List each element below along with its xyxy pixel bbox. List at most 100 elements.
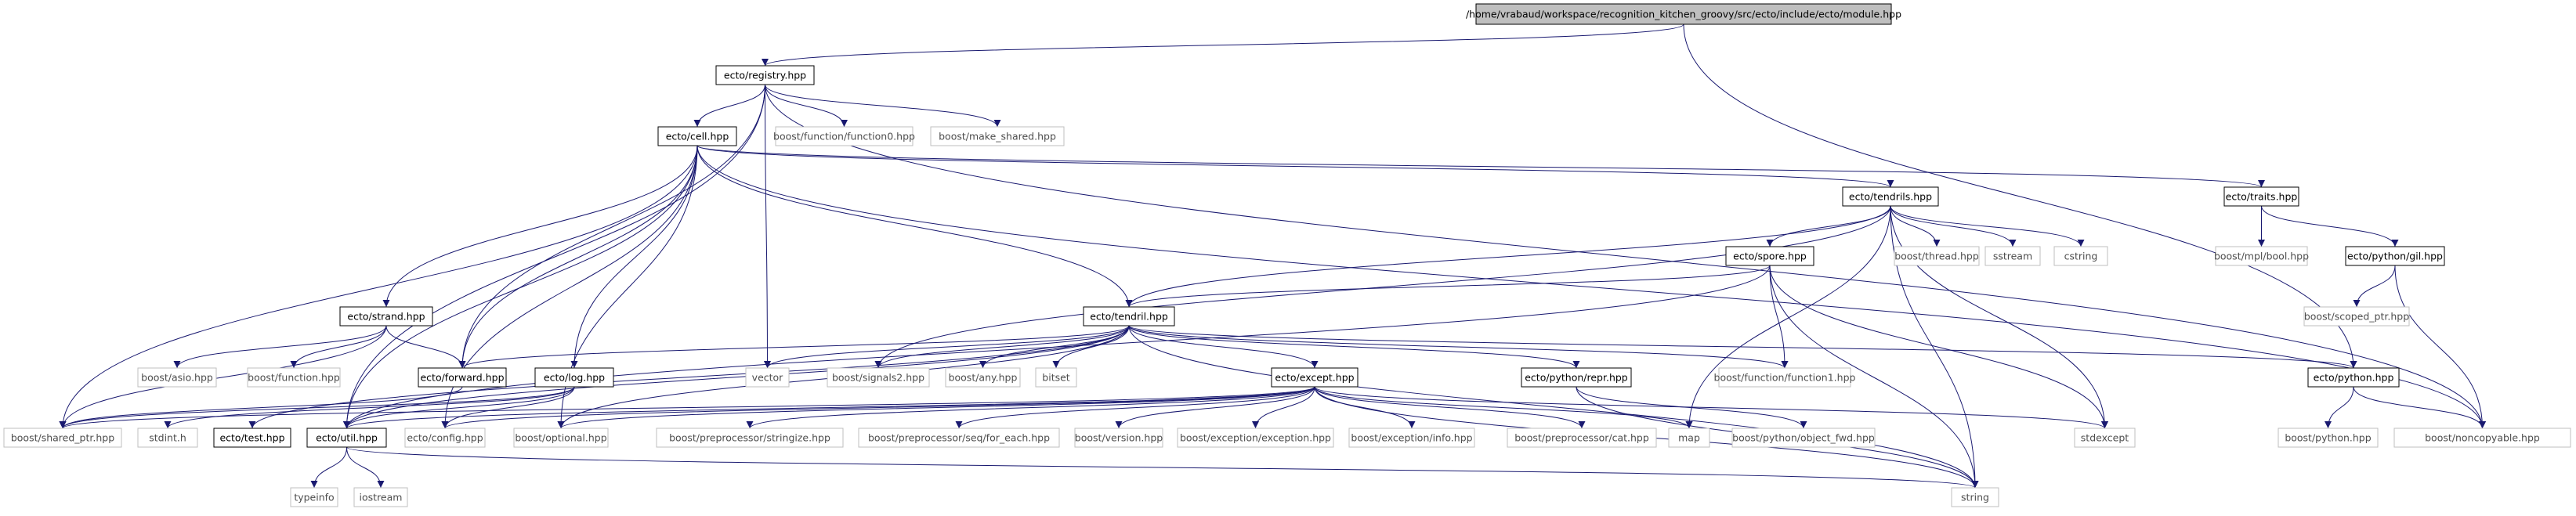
node-strand[interactable]: ecto/strand.hpp xyxy=(339,306,433,327)
node-label-config: ecto/config.hpp xyxy=(407,432,483,444)
edge-registry-to-util xyxy=(343,84,765,429)
edge-tendrils-to-tendril xyxy=(1125,205,1891,308)
node-vector: vector xyxy=(745,367,790,388)
node-object_fwd: boost/python/object_fwd.hpp xyxy=(1731,428,1876,448)
node-mpl_bool: boost/mpl/bool.hpp xyxy=(2214,246,2309,266)
node-box-info xyxy=(1348,428,1475,448)
node-label-util: ecto/util.hpp xyxy=(316,432,378,444)
edge-registry-to-function0 xyxy=(765,84,848,128)
node-box-util xyxy=(306,428,387,448)
node-box-except xyxy=(1271,367,1359,388)
node-label-string: string xyxy=(1961,492,1989,503)
node-box-boost_python xyxy=(2278,428,2379,448)
node-label-info: boost/exception/info.hpp xyxy=(1351,432,1472,444)
node-log[interactable]: ecto/log.hpp xyxy=(534,367,614,388)
edge-python-to-boost_python xyxy=(2325,386,2354,429)
node-label-log: ecto/log.hpp xyxy=(544,372,605,384)
node-label-stdexcept: stdexcept xyxy=(2081,432,2129,444)
node-box-bitset xyxy=(1035,367,1077,388)
node-stringize: boost/preprocessor/stringize.hpp xyxy=(656,428,844,448)
edge-gil-to-noncopyable xyxy=(2394,265,2486,429)
edge-registry-to-noncopyable xyxy=(765,84,2486,429)
node-box-signals2 xyxy=(827,367,930,388)
node-root[interactable]: /home/vrabaud/workspace/recognition_kitc… xyxy=(1466,3,1901,25)
node-box-iostream xyxy=(353,487,408,507)
node-label-noncopyable: boost/noncopyable.hpp xyxy=(2425,432,2540,444)
edge-tendril-to-util xyxy=(343,325,1130,429)
node-gil[interactable]: ecto/python/gil.hpp xyxy=(2345,246,2445,266)
node-label-forward: ecto/forward.hpp xyxy=(420,372,504,384)
node-noncopyable: boost/noncopyable.hpp xyxy=(2393,428,2571,448)
node-label-version: boost/version.hpp xyxy=(1075,432,1163,444)
node-box-stringize xyxy=(656,428,844,448)
edge-log-to-shared_ptr xyxy=(59,386,575,429)
node-box-asio xyxy=(137,367,217,388)
node-label-cat: boost/preprocessor/cat.hpp xyxy=(1514,432,1649,444)
node-for_each: boost/preprocessor/seq/for_each.hpp xyxy=(858,428,1060,448)
node-python[interactable]: ecto/python.hpp xyxy=(2307,367,2400,388)
node-label-tendril: ecto/tendril.hpp xyxy=(1090,311,1168,323)
node-stdint: stdint.h xyxy=(137,428,198,448)
node-exception: boost/exception/exception.hpp xyxy=(1177,428,1334,448)
node-box-traits xyxy=(2223,186,2299,207)
node-label-thread: boost/thread.hpp xyxy=(1894,251,1979,262)
edge-except-to-optional xyxy=(557,386,1315,429)
edge-except-to-stringize xyxy=(746,386,1315,429)
node-cell[interactable]: ecto/cell.hpp xyxy=(657,126,737,146)
node-label-repr: ecto/python/repr.hpp xyxy=(1525,372,1628,384)
node-repr[interactable]: ecto/python/repr.hpp xyxy=(1521,367,1632,388)
node-optional: boost/optional.hpp xyxy=(513,428,609,448)
edge-cell-to-util xyxy=(343,145,698,429)
node-label-signals2: boost/signals2.hpp xyxy=(832,372,924,384)
node-sstream: sstream xyxy=(1984,246,2041,266)
node-label-function0: boost/function/function0.hpp xyxy=(773,131,915,143)
edge-except-to-version xyxy=(1115,386,1315,429)
node-label-map: map xyxy=(1678,432,1700,444)
node-box-any xyxy=(945,367,1021,388)
node-box-repr xyxy=(1521,367,1632,388)
node-box-map xyxy=(1668,428,1710,448)
edge-tendrils-to-thread xyxy=(1890,205,1941,247)
node-box-shared_ptr xyxy=(3,428,122,448)
edge-cell-to-traits xyxy=(696,145,2265,188)
edge-util-to-iostream xyxy=(346,446,385,489)
node-string: string xyxy=(1951,487,1999,507)
edge-tendril-to-vector xyxy=(764,325,1130,369)
node-label-exception: boost/exception/exception.hpp xyxy=(1180,432,1331,444)
node-label-strand: ecto/strand.hpp xyxy=(347,311,425,323)
edge-except-to-stdexcept xyxy=(1314,386,2108,429)
edge-spore-to-tendril xyxy=(1125,265,1771,308)
node-box-tendrils xyxy=(1842,186,1939,207)
edge-python-to-noncopyable xyxy=(2353,386,2486,429)
edge-root-to-python xyxy=(1683,23,2357,369)
node-util[interactable]: ecto/util.hpp xyxy=(306,428,387,448)
node-test[interactable]: ecto/test.hpp xyxy=(213,428,291,448)
node-signals2: boost/signals2.hpp xyxy=(827,367,930,388)
node-traits[interactable]: ecto/traits.hpp xyxy=(2223,186,2299,207)
node-except[interactable]: ecto/except.hpp xyxy=(1271,367,1359,388)
node-forward[interactable]: ecto/forward.hpp xyxy=(418,367,507,388)
edge-spore-to-function1 xyxy=(1769,265,1789,369)
node-label-for_each: boost/preprocessor/seq/for_each.hpp xyxy=(868,432,1050,444)
edge-registry-to-cell xyxy=(693,84,765,128)
edge-cell-to-tendrils xyxy=(696,145,1894,188)
node-label-tendrils: ecto/tendrils.hpp xyxy=(1849,191,1932,203)
edge-strand-to-shared_ptr xyxy=(59,325,387,429)
node-tendril[interactable]: ecto/tendril.hpp xyxy=(1083,306,1175,327)
node-box-spore xyxy=(1725,246,1814,266)
edge-except-to-cat xyxy=(1314,386,1586,429)
edge-log-to-stdint xyxy=(164,386,575,429)
node-registry[interactable]: ecto/registry.hpp xyxy=(715,65,815,85)
edge-util-to-string xyxy=(346,446,1978,489)
node-tendrils[interactable]: ecto/tendrils.hpp xyxy=(1842,186,1939,207)
edge-cell-to-forward xyxy=(458,145,698,369)
node-function1: boost/function/function1.hpp xyxy=(1714,367,1856,388)
edge-tendril-to-python xyxy=(1128,325,2357,369)
node-box-test xyxy=(213,428,291,448)
node-spore[interactable]: ecto/spore.hpp xyxy=(1725,246,1814,266)
node-stdexcept: stdexcept xyxy=(2074,428,2136,448)
node-version: boost/version.hpp xyxy=(1074,428,1163,448)
edge-tendrils-to-map xyxy=(1685,205,1891,429)
edge-except-to-exception xyxy=(1252,386,1315,429)
node-label-scoped_ptr: boost/scoped_ptr.hpp xyxy=(2304,311,2409,323)
